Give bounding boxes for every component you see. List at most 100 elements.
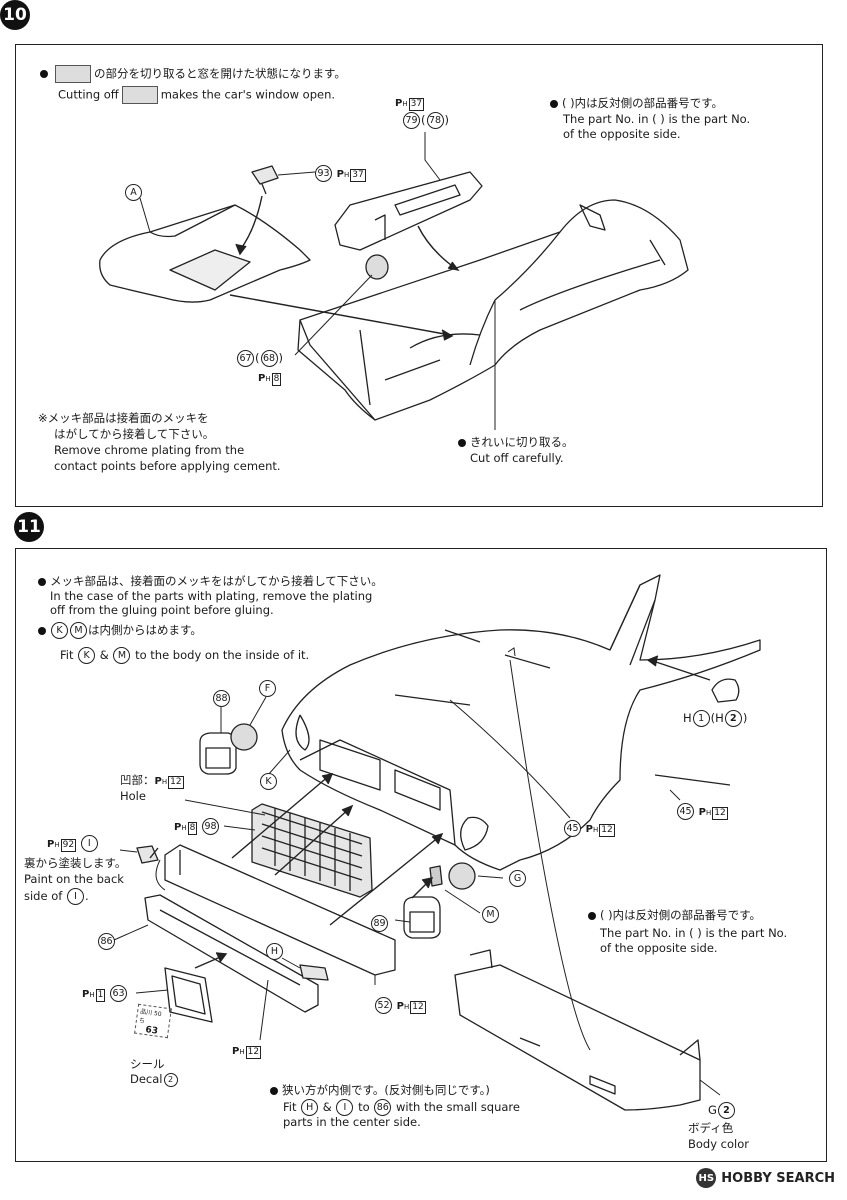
km-en-pre: Fit	[60, 648, 74, 662]
label-h-callout: H	[265, 943, 284, 960]
h2-number: 2	[724, 710, 742, 727]
decal-number: 2	[163, 1072, 178, 1087]
chrome-note-en-2: contact points before applying cement.	[54, 459, 281, 473]
h-letter: H	[715, 711, 724, 725]
label-g: G	[509, 870, 526, 887]
part-89-number: 89	[371, 915, 388, 932]
license-plate-decal: 品川 50 ち 63	[134, 1003, 172, 1039]
ph-1-number: 1	[95, 989, 106, 1002]
chrome-note-en-1: Remove chrome plating from the	[54, 443, 245, 457]
bullet-icon	[588, 911, 596, 920]
cutting-note-en-pre: Cutting off	[58, 87, 119, 102]
decal-en-text: Decal	[130, 1072, 163, 1086]
label-i: I	[66, 888, 84, 905]
ph-12d-number: 12	[410, 1001, 426, 1014]
paint-en-2-text: side of	[24, 889, 63, 903]
bullet-icon	[550, 99, 558, 108]
narrow-en-amp: &	[322, 1100, 332, 1114]
watermark-brand-text: HOBBY SEARCH	[721, 1170, 835, 1186]
part-63-number: 63	[110, 985, 127, 1002]
narrow-en-to: to	[358, 1100, 370, 1114]
part-67-68-label: 67(68)	[236, 350, 283, 367]
step-10-opposite-note-en-1: The part No. in ( ) is the part No.	[563, 112, 751, 126]
step-10-opposite-note-jp: ( )内は反対側の部品番号です。	[550, 96, 723, 111]
step-11-km-en: Fit K & M to the body on the inside of i…	[60, 647, 309, 664]
body-color-en: Body color	[688, 1137, 750, 1151]
opposite-note-11-jp: ( )内は反対側の部品番号です。	[588, 908, 761, 923]
step-10-opposite-note-en-2: of the opposite side.	[563, 127, 681, 141]
narrow-jp-text: 狭い方が内側です。(反対側も同じです。)	[282, 1083, 490, 1097]
part-67-number: 67	[237, 350, 254, 367]
label-f: F	[259, 680, 276, 697]
cut-carefully-en: Cut off carefully.	[470, 451, 564, 465]
opposite-11-jp-text: ( )内は反対側の部品番号です。	[600, 908, 761, 922]
label-m: M	[70, 622, 87, 639]
part-79-number: 79	[403, 112, 420, 129]
body-color-jp: ボディ色	[688, 1121, 734, 1135]
chrome-note-jp-2: はがしてから接着して下さい。	[54, 427, 215, 441]
km-jp-text: は内側からはめます。	[88, 623, 202, 637]
label-g-callout: G	[508, 870, 527, 887]
label-k-callout: K	[259, 773, 278, 790]
hobby-search-logo-icon: HS	[696, 1168, 717, 1188]
bullet-icon	[458, 438, 466, 447]
narrow-en-pre: Fit	[283, 1100, 297, 1114]
label-k: K	[260, 773, 277, 790]
opposite-note-11-en-2: of the opposite side.	[600, 941, 718, 955]
cut-carefully-jp: きれいに切り取る。	[458, 435, 574, 450]
part-89-label: 89	[370, 915, 389, 932]
cut-area-swatch	[121, 86, 158, 104]
part-a-letter: A	[125, 184, 142, 201]
label-k: K	[78, 647, 96, 664]
part-45b-number: 45	[677, 803, 694, 820]
label-m: M	[482, 906, 499, 923]
label-h: H	[266, 943, 283, 960]
ph-37-number: 37	[408, 98, 425, 111]
ph-12e-number: 12	[245, 1046, 262, 1059]
part-88-label: 88	[212, 690, 231, 707]
h1-number: 1	[692, 710, 710, 727]
hobby-search-watermark: HS HOBBY SEARCH	[696, 1168, 835, 1188]
ph-8-number: 8	[271, 373, 282, 386]
part-93-number: 93	[315, 165, 332, 182]
label-i: I	[336, 1099, 354, 1116]
step-10-note-cutting-jp: の部分を切り取ると窓を開けた状態になります。	[40, 65, 346, 83]
paint-back-en-1: Paint on the back	[24, 872, 124, 886]
step-11-badge: 11	[14, 512, 44, 542]
part-86-label: 86	[97, 933, 116, 950]
ph-12c-number: 12	[712, 807, 728, 820]
label-h: H	[301, 1099, 319, 1116]
part-a-label: A	[124, 184, 143, 201]
hole-jp-text: 凹部：	[120, 773, 155, 787]
g2-number: 2	[717, 1102, 735, 1119]
part-52-number: 52	[375, 997, 392, 1014]
step-11-plating-en-1: In the case of the parts with plating, r…	[50, 589, 373, 603]
ph-12b-number: 12	[599, 824, 615, 837]
cut-area-swatch	[55, 65, 91, 83]
label-m: M	[113, 647, 131, 664]
narrow-en-post: with the small square	[395, 1100, 520, 1114]
label-m-callout: M	[481, 906, 500, 923]
part-78-number: 78	[426, 112, 444, 129]
cutting-note-jp-text: の部分を切り取ると窓を開けた状態になります。	[94, 66, 346, 81]
bullet-icon	[38, 626, 46, 635]
part-88-number: 88	[213, 690, 230, 707]
step-11-plating-en-2: off from the gluing point before gluing.	[50, 603, 274, 617]
part-86-number: 86	[374, 1099, 392, 1116]
bullet-icon	[38, 577, 46, 586]
narrow-side-en-1: Fit H & I to 86 with the small square	[283, 1099, 520, 1116]
part-98-number: 98	[202, 818, 219, 835]
ph-8-number: 8	[187, 822, 198, 835]
